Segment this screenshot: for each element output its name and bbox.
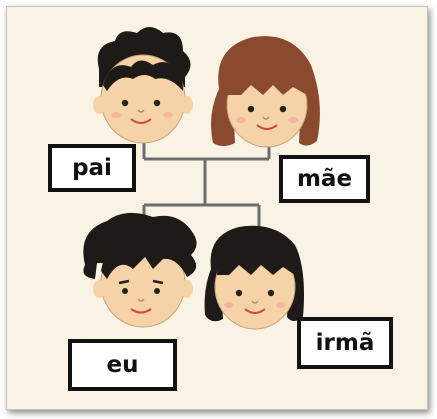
family-tree-diagram (83, 27, 320, 330)
mother-face (211, 36, 320, 148)
label-father: pai (48, 144, 136, 192)
tree-connectors (142, 141, 271, 229)
label-self: eu (68, 339, 177, 391)
family-tree-card: pai mãe eu irmã (6, 6, 428, 410)
father-face (93, 27, 193, 144)
self-face (83, 212, 197, 328)
sister-face (204, 225, 304, 330)
label-mother: mãe (279, 155, 370, 203)
label-sister: irmã (297, 317, 393, 369)
